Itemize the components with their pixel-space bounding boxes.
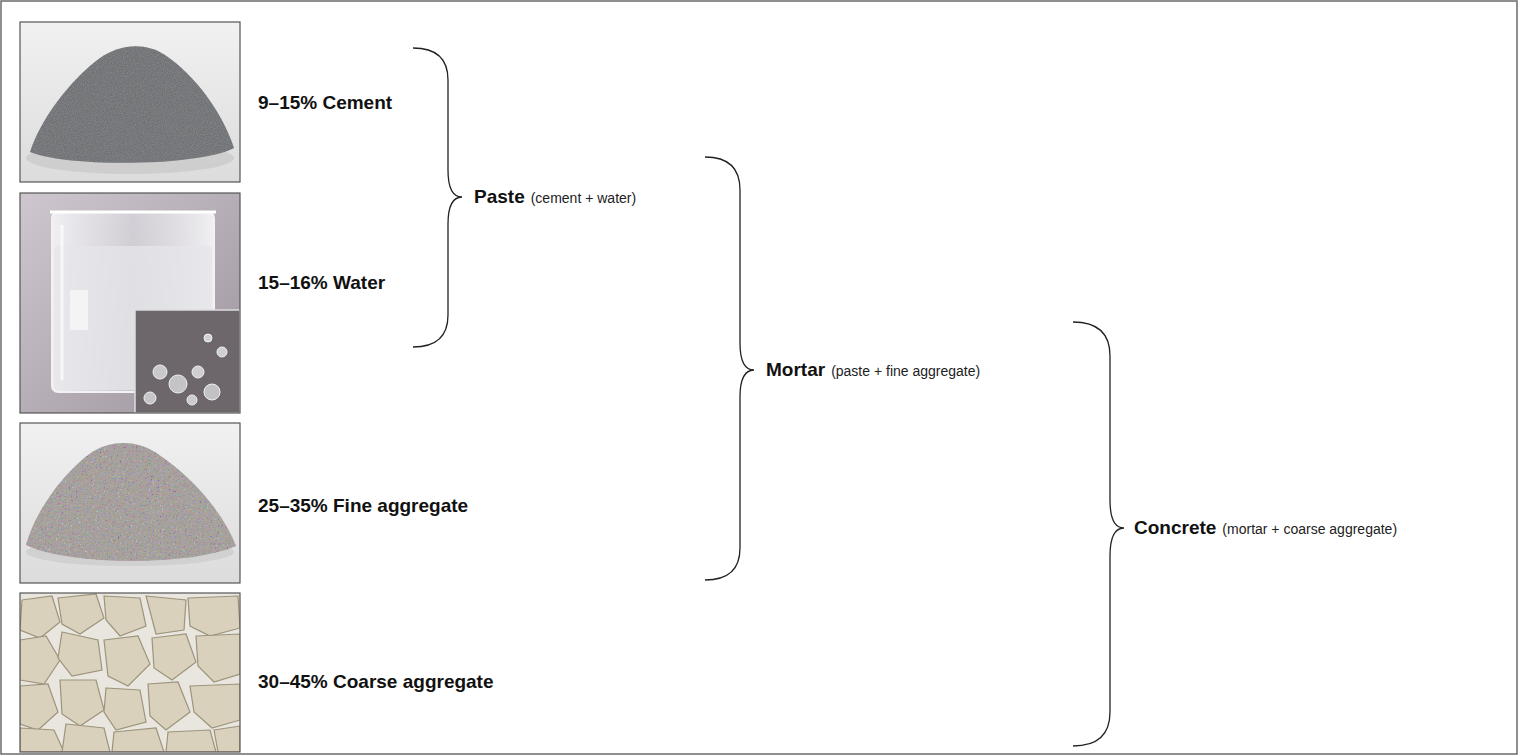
photo-frame: [20, 593, 240, 752]
ingredient-label: 15–16% Water: [258, 272, 385, 294]
mortar-brace: [705, 157, 754, 580]
paste-brace: [413, 48, 462, 347]
group-note: (mortar + coarse aggregate): [1222, 521, 1397, 537]
ingredient-label: 25–35% Fine aggregate: [258, 495, 468, 517]
group-label: Concrete: [1134, 517, 1216, 539]
cement-photo: [20, 22, 240, 182]
concrete-brace: [1073, 322, 1124, 746]
photo-frame: [20, 193, 240, 413]
coarse-aggregate-photo: [20, 593, 240, 752]
group-note: (paste + fine aggregate): [831, 363, 980, 379]
group-label: Mortar: [766, 359, 825, 381]
group-label: Paste: [474, 186, 525, 208]
water-photo: [20, 193, 240, 413]
photo-frame: [20, 22, 240, 182]
ingredient-label: 30–45% Coarse aggregate: [258, 671, 494, 693]
photo-frame: [20, 423, 240, 583]
fine-aggregate-photo: [20, 423, 240, 583]
ingredient-label: 9–15% Cement: [258, 92, 392, 114]
group-note: (cement + water): [531, 190, 636, 206]
